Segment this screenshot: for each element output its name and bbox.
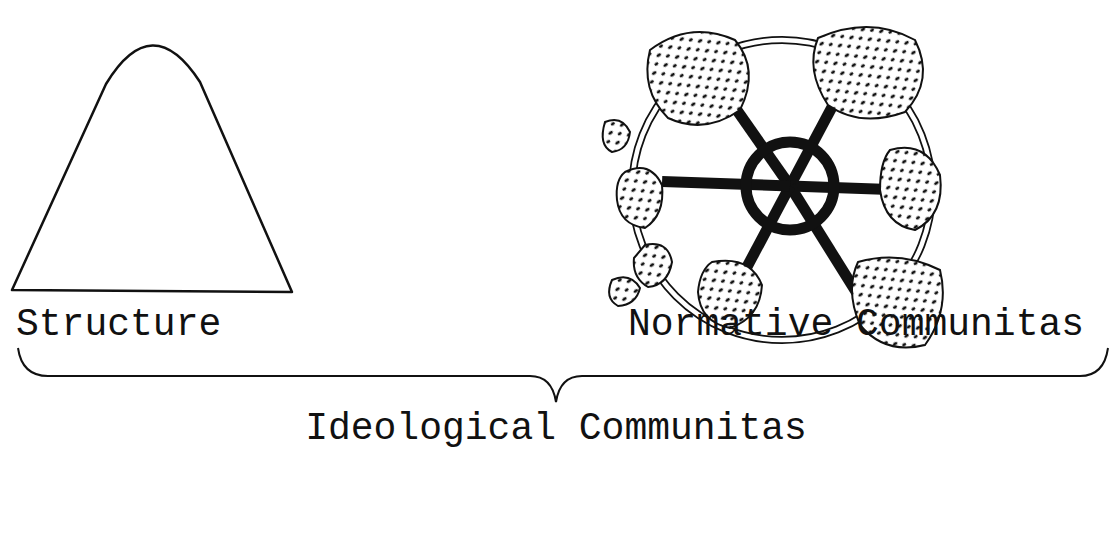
wheel-spoke [662, 182, 790, 186]
shape-caption: Normative Communitas [628, 306, 1084, 344]
wheel-spoke [790, 186, 858, 295]
communitas-wheel [603, 27, 943, 348]
structure-peak [12, 45, 292, 292]
grouping-brace [18, 348, 1108, 402]
group-caption: Ideological Communitas [305, 410, 807, 448]
shape-caption: Structure [16, 306, 221, 344]
